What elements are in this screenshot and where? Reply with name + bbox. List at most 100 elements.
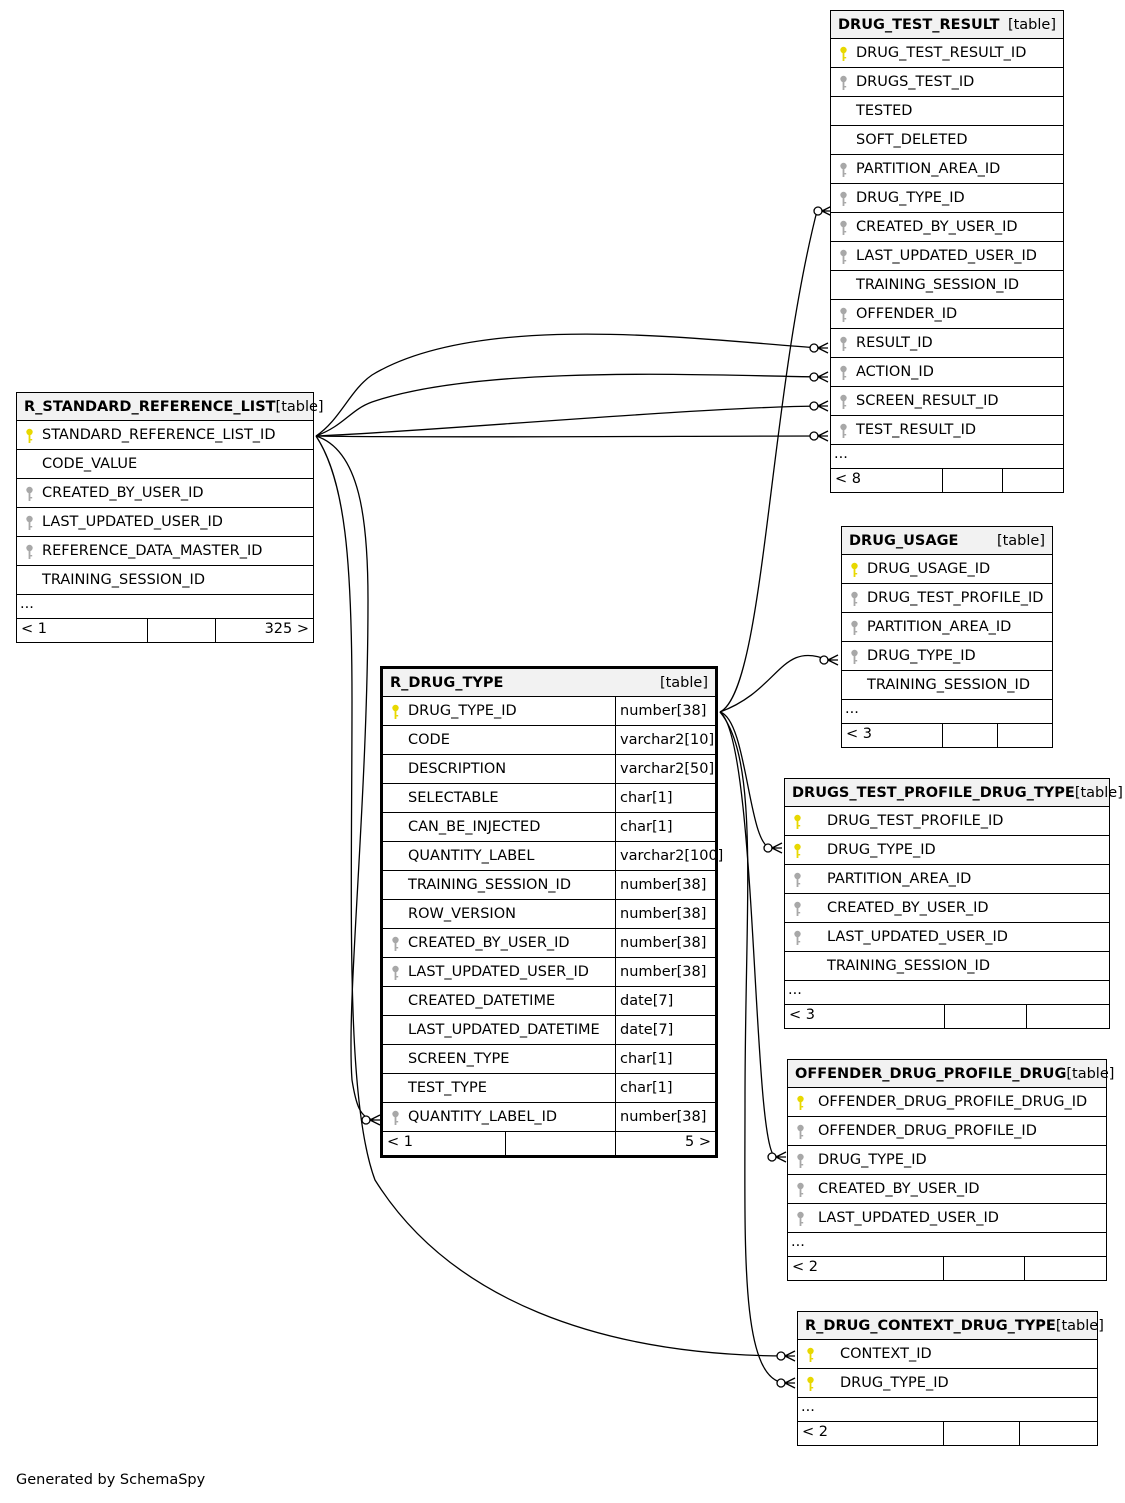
- children-count[interactable]: 325 >: [264, 621, 309, 637]
- column-row[interactable]: CREATED_BY_USER_ID: [831, 213, 1063, 242]
- column-row[interactable]: DRUG_TYPE_ID: [788, 1146, 1106, 1175]
- foreign-key-icon: [793, 930, 802, 946]
- column-row[interactable]: STANDARD_REFERENCE_LIST_ID: [17, 421, 313, 450]
- column-row[interactable]: CODE_VALUE: [17, 450, 313, 479]
- column-row[interactable]: DRUG_TEST_PROFILE_ID: [842, 584, 1052, 613]
- column-name: DRUG_TYPE_ID: [867, 648, 976, 664]
- table-header: R_DRUG_CONTEXT_DRUG_TYPE[table]: [798, 1312, 1104, 1340]
- more-columns-indicator[interactable]: ...: [831, 445, 1063, 469]
- relationship-line: [315, 435, 375, 1121]
- column-row[interactable]: TRAINING_SESSION_ID: [785, 952, 1109, 981]
- more-columns-indicator[interactable]: ...: [17, 595, 313, 619]
- column-row[interactable]: REFERENCE_DATA_MASTER_ID: [17, 537, 313, 566]
- table-r-standard-reference-list[interactable]: R_STANDARD_REFERENCE_LIST[table]STANDARD…: [16, 392, 324, 643]
- column-row[interactable]: ACTION_ID: [831, 358, 1063, 387]
- column-row[interactable]: SCREEN_RESULT_ID: [831, 387, 1063, 416]
- column-name: RESULT_ID: [856, 335, 933, 351]
- column-row[interactable]: DRUG_USAGE_ID: [842, 555, 1052, 584]
- parents-count[interactable]: < 3: [785, 1005, 945, 1028]
- column-row[interactable]: PARTITION_AREA_ID: [842, 613, 1052, 642]
- parents-count[interactable]: < 2: [788, 1257, 944, 1280]
- column-row[interactable]: DRUG_TEST_RESULT_ID: [831, 39, 1063, 68]
- table-drug-test-result[interactable]: DRUG_TEST_RESULT[table]DRUG_TEST_RESULT_…: [830, 10, 1064, 493]
- column-row[interactable]: LAST_UPDATED_USER_ID: [788, 1204, 1106, 1233]
- more-columns-indicator[interactable]: ...: [842, 700, 1052, 724]
- column-row[interactable]: DRUG_TYPE_ID: [798, 1369, 1097, 1398]
- column-row[interactable]: LAST_UPDATED_USER_ID: [831, 242, 1063, 271]
- column-row[interactable]: TEST_RESULT_ID: [831, 416, 1063, 445]
- table-name[interactable]: DRUGS_TEST_PROFILE_DRUG_TYPE: [792, 784, 1075, 801]
- column-row[interactable]: CREATED_BY_USER_ID: [785, 894, 1109, 923]
- column-row[interactable]: TRAINING_SESSION_ID: [842, 671, 1052, 700]
- table-name[interactable]: OFFENDER_DRUG_PROFILE_DRUG: [795, 1065, 1067, 1082]
- children-count[interactable]: [1025, 1257, 1106, 1280]
- table-header: DRUGS_TEST_PROFILE_DRUG_TYPE[table]: [785, 779, 1123, 807]
- column-row[interactable]: DRUGS_TEST_ID: [831, 68, 1063, 97]
- column-name: REFERENCE_DATA_MASTER_ID: [42, 543, 263, 559]
- parents-count[interactable]: < 3: [842, 724, 943, 747]
- column-row[interactable]: TRAINING_SESSION_ID: [831, 271, 1063, 300]
- column-row[interactable]: PARTITION_AREA_ID: [785, 865, 1109, 894]
- table-name[interactable]: DRUG_TEST_RESULT: [838, 16, 1000, 33]
- column-name: CREATED_DATETIME: [408, 993, 556, 1009]
- column-row[interactable]: DRUG_TYPE_ID: [785, 836, 1109, 865]
- children-count[interactable]: 5 >: [685, 1134, 711, 1150]
- relationship-end-marker: [809, 371, 829, 383]
- column-row[interactable]: PARTITION_AREA_ID: [831, 155, 1063, 184]
- table-name[interactable]: R_DRUG_CONTEXT_DRUG_TYPE: [805, 1317, 1056, 1334]
- column-row[interactable]: DRUG_TYPE_ID: [842, 642, 1052, 671]
- children-count[interactable]: [998, 724, 1052, 747]
- column-row[interactable]: LAST_UPDATED_USER_ID: [785, 923, 1109, 952]
- table-drugs-test-profile-drug-type[interactable]: DRUGS_TEST_PROFILE_DRUG_TYPE[table]DRUG_…: [784, 778, 1123, 1029]
- more-columns-indicator[interactable]: ...: [798, 1398, 1097, 1422]
- column-row[interactable]: SOFT_DELETED: [831, 126, 1063, 155]
- column-name: DRUG_TEST_PROFILE_ID: [867, 590, 1044, 606]
- column-row[interactable]: OFFENDER_DRUG_PROFILE_DRUG_ID: [788, 1088, 1106, 1117]
- parents-count[interactable]: < 1: [383, 1132, 506, 1155]
- column-row[interactable]: CREATED_BY_USER_ID: [788, 1175, 1106, 1204]
- table-r-drug-context-drug-type[interactable]: R_DRUG_CONTEXT_DRUG_TYPE[table]CONTEXT_I…: [797, 1311, 1104, 1446]
- table-name[interactable]: DRUG_USAGE: [849, 532, 959, 549]
- relationship-end-marker: [809, 342, 829, 354]
- column-row[interactable]: OFFENDER_DRUG_PROFILE_ID: [788, 1117, 1106, 1146]
- column-row[interactable]: OFFENDER_ID: [831, 300, 1063, 329]
- children-count[interactable]: [1003, 469, 1063, 492]
- column-row[interactable]: CREATED_BY_USER_ID: [17, 479, 313, 508]
- table-name[interactable]: R_STANDARD_REFERENCE_LIST: [24, 398, 276, 415]
- column-row[interactable]: DRUG_TYPE_ID: [831, 184, 1063, 213]
- foreign-key-icon: [839, 307, 848, 323]
- parents-count[interactable]: < 8: [831, 469, 943, 492]
- column-row[interactable]: DRUG_TEST_PROFILE_ID: [785, 807, 1109, 836]
- foreign-key-icon: [391, 1110, 400, 1126]
- column-row[interactable]: CONTEXT_ID: [798, 1340, 1097, 1369]
- column-row[interactable]: TESTED: [831, 97, 1063, 126]
- more-columns-indicator[interactable]: ...: [788, 1233, 1106, 1257]
- more-columns-indicator[interactable]: ...: [785, 981, 1109, 1005]
- table-name[interactable]: R_DRUG_TYPE: [390, 674, 504, 691]
- children-count[interactable]: [1020, 1422, 1097, 1445]
- column-row[interactable]: RESULT_ID: [831, 329, 1063, 358]
- column-row[interactable]: TRAINING_SESSION_ID: [17, 566, 313, 595]
- table-offender-drug-profile-drug[interactable]: OFFENDER_DRUG_PROFILE_DRUG[table]OFFENDE…: [787, 1059, 1114, 1281]
- parents-count[interactable]: < 1: [17, 619, 148, 642]
- column-row[interactable]: LAST_UPDATED_USER_ID: [17, 508, 313, 537]
- parents-count[interactable]: < 2: [798, 1422, 944, 1445]
- children-count[interactable]: [1027, 1005, 1109, 1028]
